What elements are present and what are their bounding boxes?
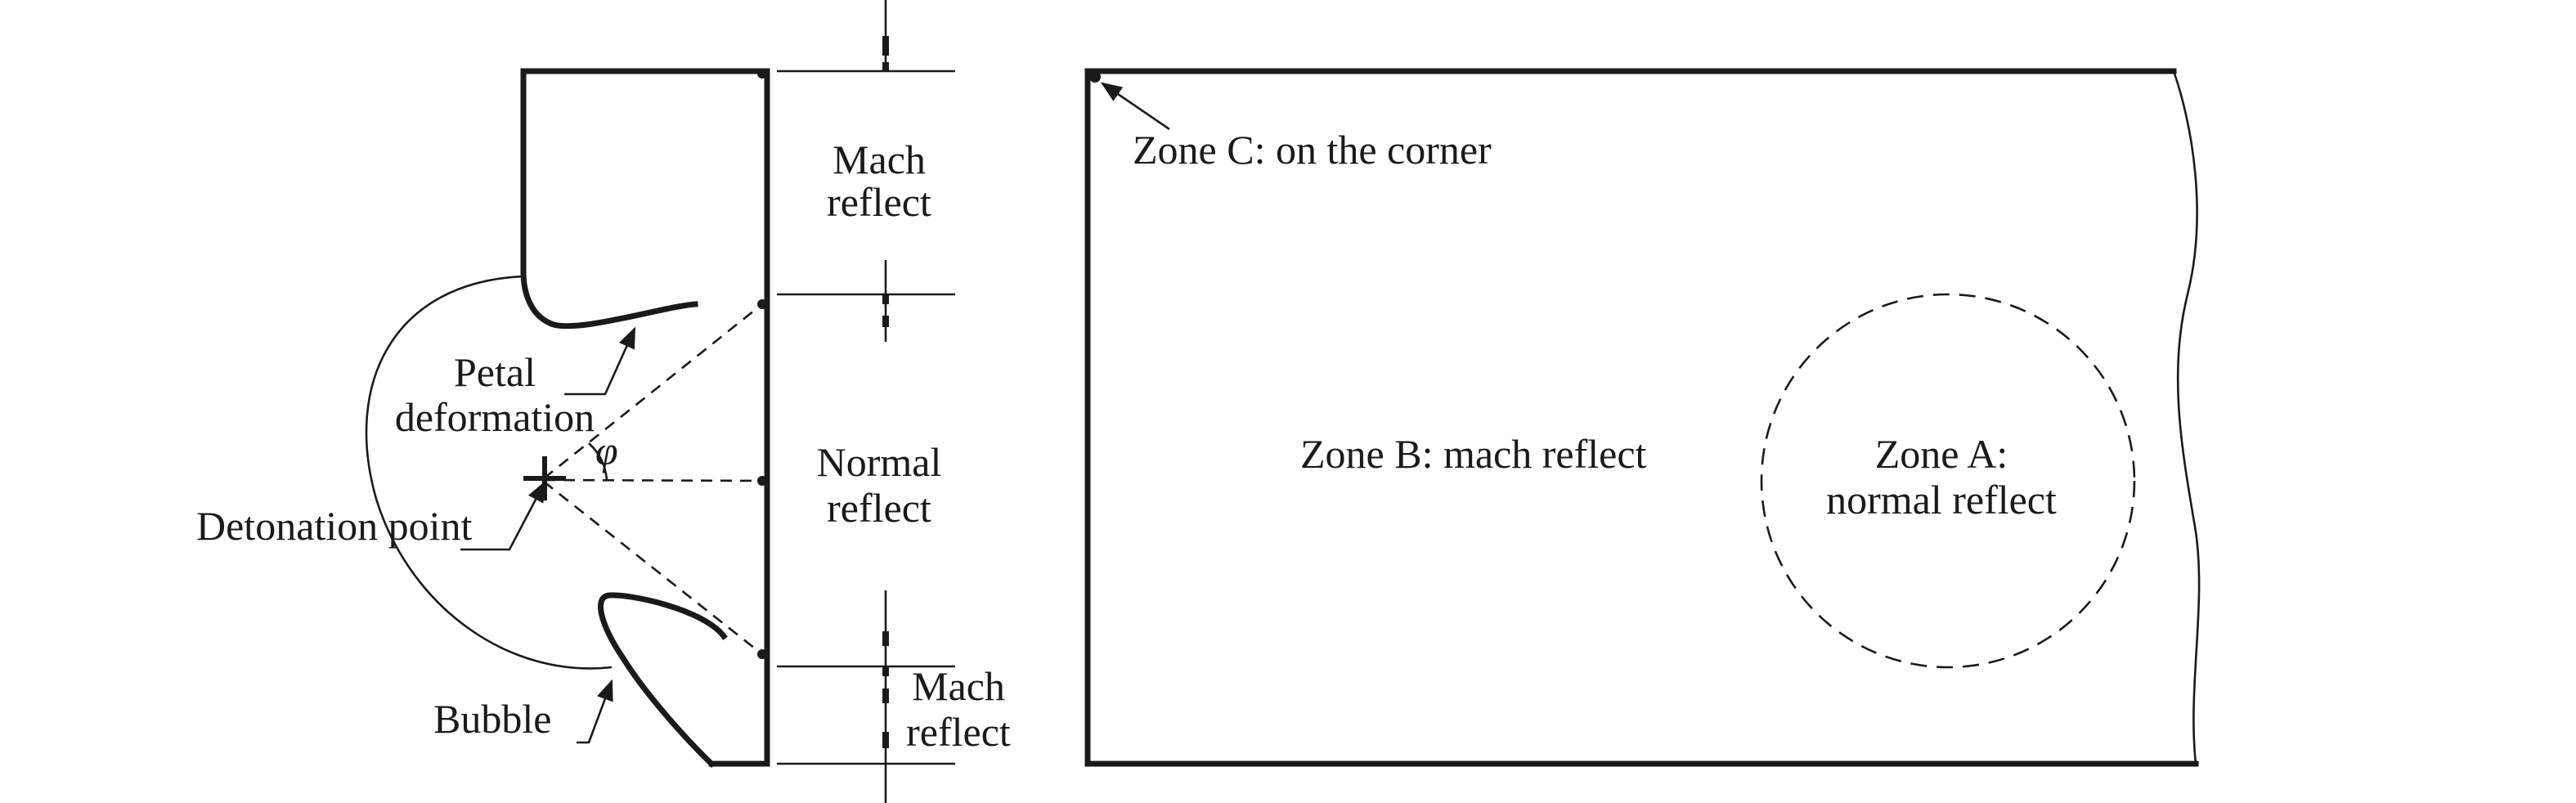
bubble-contour bbox=[597, 592, 728, 768]
zone-b-label: Zone B: mach reflect bbox=[1300, 431, 1647, 477]
plate-break-line bbox=[2172, 70, 2201, 765]
mach-reflect-bottom-label-1: Mach bbox=[912, 663, 1005, 709]
mach-reflect-top-label-2: reflect bbox=[827, 179, 931, 225]
petal-label-2: deformation bbox=[395, 394, 595, 440]
dim-tick-7 bbox=[882, 689, 889, 703]
ray-middle bbox=[543, 478, 763, 482]
mach-reflect-bottom-label-2: reflect bbox=[906, 709, 1011, 755]
dim-tick-2 bbox=[882, 62, 889, 71]
bubble-label: Bubble bbox=[433, 696, 551, 742]
mach-reflect-top-label-1: Mach bbox=[832, 137, 926, 182]
petal-label-1: Petal bbox=[454, 349, 536, 395]
upper-hull-with-petal bbox=[520, 68, 770, 767]
plate-outline bbox=[1084, 68, 2199, 767]
zone-a-circle bbox=[1760, 293, 2136, 669]
corner-dot bbox=[1089, 71, 1101, 83]
petal-leader bbox=[564, 326, 636, 396]
dim-tick-3 bbox=[882, 294, 889, 304]
bubble-leader bbox=[577, 679, 613, 744]
detonation-point-label: Detonation point bbox=[196, 503, 473, 549]
angle-phi-arc bbox=[588, 442, 608, 480]
zone-a-label-2: normal reflect bbox=[1826, 477, 2057, 523]
right-figure: Zone C: on the corner Zone B: mach refle… bbox=[1084, 68, 2201, 767]
ray-upper bbox=[543, 303, 763, 480]
pressure-wave-arc bbox=[365, 275, 613, 670]
dim-tick-8 bbox=[882, 732, 889, 748]
dim-tick-4 bbox=[882, 316, 889, 327]
zone-c-leader bbox=[1100, 82, 1170, 131]
plate-dot-top-corner bbox=[757, 69, 767, 79]
normal-reflect-label-2: reflect bbox=[827, 485, 931, 531]
left-figure: φ Mach reflect Normal reflect Mach refle… bbox=[196, 0, 1011, 803]
detonation-leader bbox=[460, 480, 546, 551]
dim-tick-1 bbox=[882, 36, 889, 56]
zone-c-label: Zone C: on the corner bbox=[1133, 127, 1492, 173]
dim-tick-6 bbox=[882, 666, 889, 676]
angle-phi-label: φ bbox=[595, 428, 618, 473]
ray-lower bbox=[543, 480, 763, 656]
zone-a-label-1: Zone A: bbox=[1875, 431, 2008, 477]
normal-reflect-label-1: Normal bbox=[817, 439, 942, 485]
dim-tick-5 bbox=[882, 631, 889, 646]
